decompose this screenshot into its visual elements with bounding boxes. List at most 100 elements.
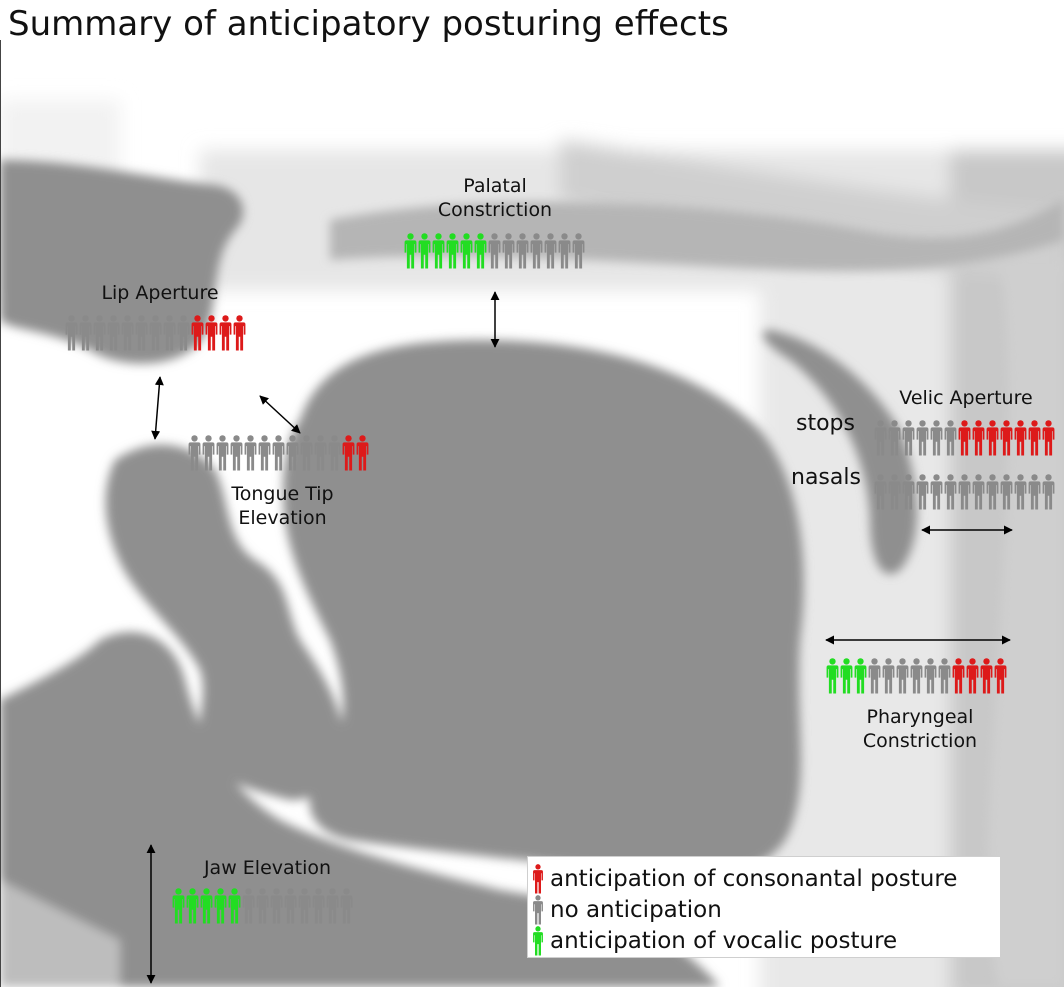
- person-icon-grey: [1014, 474, 1027, 510]
- palatal-label-line2: Constriction: [437, 199, 553, 221]
- velic-nasals-figure-row: [874, 474, 1055, 514]
- person-icon-grey: [177, 315, 190, 351]
- person-icon-red: [952, 658, 965, 694]
- person-icon-red: [980, 658, 993, 694]
- person-icon-grey: [516, 233, 529, 269]
- person-icon-red: [532, 863, 544, 894]
- velic-stops-label: stops: [796, 411, 855, 436]
- person-icon-green: [404, 233, 417, 269]
- person-icon-grey: [328, 435, 341, 471]
- person-icon-grey: [530, 233, 543, 269]
- person-icon-green: [200, 888, 213, 924]
- person-icon-grey: [488, 233, 501, 269]
- person-icon-grey: [216, 435, 229, 471]
- person-icon-grey: [230, 435, 243, 471]
- person-icon-grey: [888, 474, 901, 510]
- person-icon-green: [460, 233, 473, 269]
- tongue-tip-arrow: [259, 395, 301, 434]
- person-icon-grey: [882, 658, 895, 694]
- person-icon-grey: [930, 474, 943, 510]
- pharyngeal-label-line1: Pharyngeal: [866, 706, 974, 728]
- person-icon-red: [191, 315, 204, 351]
- person-icon-grey: [256, 888, 269, 924]
- person-icon-grey: [270, 888, 283, 924]
- person-icon-grey: [930, 420, 943, 456]
- tongue-tip-label-line1: Tongue Tip: [231, 483, 334, 505]
- legend-label-none: no anticipation: [550, 896, 722, 923]
- legend-label-vocalic: anticipation of vocalic posture: [550, 927, 898, 954]
- person-icon-green: [418, 233, 431, 269]
- legend-item-vocalic: anticipation of vocalic posture: [532, 925, 1000, 956]
- person-icon-grey: [868, 658, 881, 694]
- person-icon-grey: [163, 315, 176, 351]
- person-icon-red: [986, 420, 999, 456]
- legend-item-none: no anticipation: [532, 894, 1000, 925]
- person-icon-green: [474, 233, 487, 269]
- person-icon-grey: [202, 435, 215, 471]
- person-icon-green-glyph: [533, 925, 543, 956]
- person-icon-grey: [272, 435, 285, 471]
- person-icon-grey: [326, 888, 339, 924]
- person-icon-red: [233, 315, 246, 351]
- person-icon-grey: [896, 658, 909, 694]
- person-icon-grey: [312, 888, 325, 924]
- person-icon-red: [219, 315, 232, 351]
- person-icon-grey: [340, 888, 353, 924]
- person-icon-green: [186, 888, 199, 924]
- pharyngeal-label-line2: Constriction: [862, 730, 978, 752]
- person-icon-grey: [916, 420, 929, 456]
- jaw-elevation-figure-row: [172, 888, 353, 928]
- person-icon-grey: [149, 315, 162, 351]
- person-icon-green: [826, 658, 839, 694]
- pharyngeal-figure-row: [826, 658, 1007, 698]
- person-icon-red: [1014, 420, 1027, 456]
- person-icon-grey: [888, 420, 901, 456]
- person-icon-grey: [944, 420, 957, 456]
- person-icon-green: [840, 658, 853, 694]
- person-icon-grey: [874, 420, 887, 456]
- frame-left-border: [0, 40, 1, 987]
- person-icon-grey: [986, 474, 999, 510]
- person-icon-grey: [65, 315, 78, 351]
- person-icon-grey: [284, 888, 297, 924]
- tongue-tip-label-line2: Elevation: [238, 507, 327, 529]
- person-icon-red: [966, 658, 979, 694]
- person-icon-grey: [300, 435, 313, 471]
- velic-nasals-label: nasals: [791, 465, 861, 490]
- person-icon-grey: [558, 233, 571, 269]
- person-icon-red: [1000, 420, 1013, 456]
- person-icon-green: [228, 888, 241, 924]
- pharyngeal-label: Pharyngeal Constriction: [835, 705, 1005, 753]
- person-icon-grey: [135, 315, 148, 351]
- person-icon-grey: [572, 233, 585, 269]
- person-icon-green: [854, 658, 867, 694]
- person-icon-red: [994, 658, 1007, 694]
- person-icon-grey: [79, 315, 92, 351]
- person-icon-grey: [944, 474, 957, 510]
- person-icon-grey: [938, 658, 951, 694]
- person-icon-grey: [958, 474, 971, 510]
- person-icon-red: [1028, 420, 1041, 456]
- person-icon-green: [446, 233, 459, 269]
- person-icon-grey: [258, 435, 271, 471]
- person-icon-grey: [1042, 474, 1055, 510]
- person-icon-grey: [188, 435, 201, 471]
- person-icon-grey: [107, 315, 120, 351]
- person-icon-grey: [916, 474, 929, 510]
- palatal-label: Palatal Constriction: [410, 174, 580, 222]
- legend-label-consonantal: anticipation of consonantal posture: [550, 865, 958, 892]
- person-icon-red: [958, 420, 971, 456]
- person-icon-grey: [902, 420, 915, 456]
- person-icon-grey: [242, 888, 255, 924]
- tongue-tip-figure-row: [188, 435, 369, 475]
- person-icon-grey: [298, 888, 311, 924]
- person-icon-grey: [121, 315, 134, 351]
- person-icon-grey: [972, 474, 985, 510]
- person-icon-grey: [93, 315, 106, 351]
- person-icon-grey-glyph: [533, 894, 543, 925]
- person-icon-red: [342, 435, 355, 471]
- person-icon-grey: [924, 658, 937, 694]
- person-icon-red: [1042, 420, 1055, 456]
- person-icon-red: [205, 315, 218, 351]
